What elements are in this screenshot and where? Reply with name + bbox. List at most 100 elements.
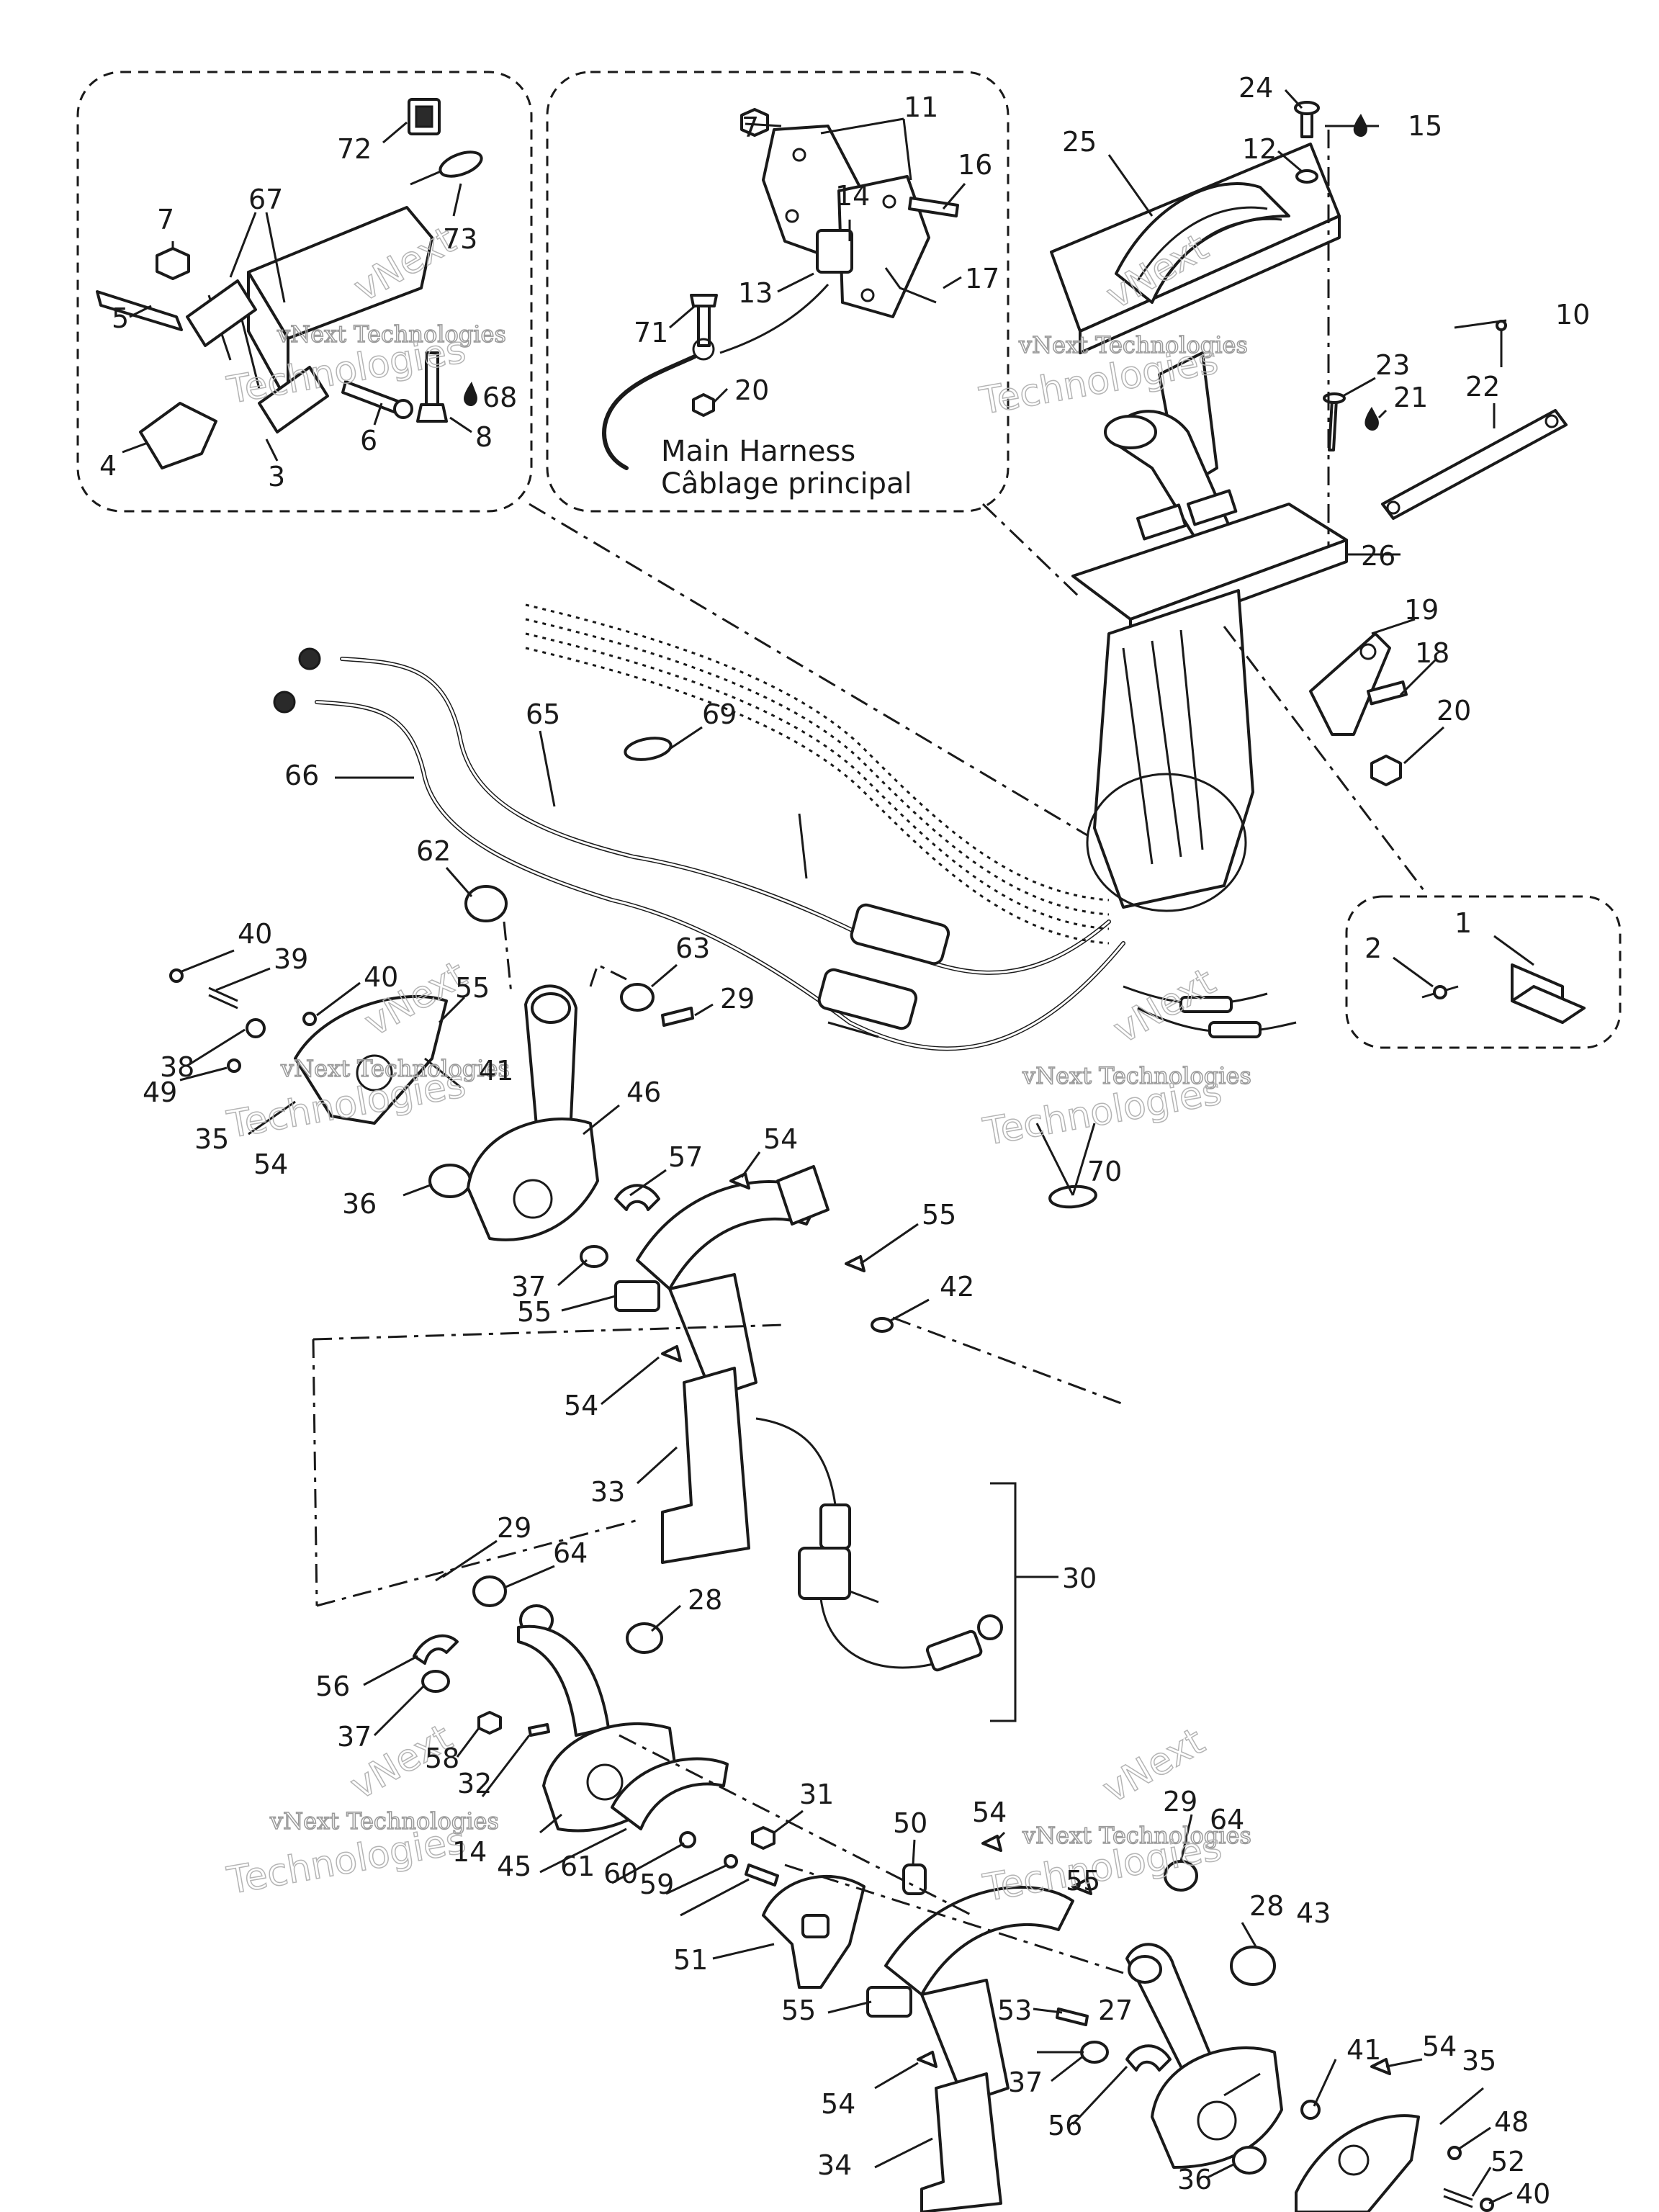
lower-left-assembly [413,1572,779,1887]
callout-12: 12 [1242,133,1277,165]
callout-56: 56 [315,1671,350,1702]
callout-54: 54 [763,1123,798,1155]
callout-35: 35 [194,1123,229,1155]
callout-37b: 37 [337,1721,372,1753]
callout-69: 69 [702,698,737,730]
callout-17: 17 [965,263,999,295]
callout-66: 66 [284,760,319,791]
callout-15: 15 [1408,110,1442,142]
callout-6: 6 [360,425,377,457]
callout-43: 43 [1296,1897,1331,1929]
callout-54d: 54 [972,1797,1007,1828]
callout-65: 65 [526,698,560,730]
callout-numbers: 1 2 3 4 5 6 7 7 8 10 11 12 13 14 14 15 1… [99,72,1590,2210]
watermark-text: vNext [1107,960,1223,1052]
callout-41b: 41 [1346,2034,1381,2066]
callout-34: 34 [817,2149,852,2181]
callout-29: 29 [720,983,755,1015]
callout-7: 7 [157,204,174,235]
leader-lines [122,89,1534,2205]
callout-50: 50 [893,1807,927,1839]
callout-40c: 40 [1516,2178,1550,2210]
callout-71: 71 [634,317,668,349]
callout-30: 30 [1062,1563,1097,1594]
callout-55e: 55 [781,1995,816,2026]
callout-8: 8 [475,421,493,453]
callout-40: 40 [238,918,272,950]
callout-14: 14 [835,180,870,212]
callout-62: 62 [416,835,451,867]
watermark-text: vNext Technologies [1018,331,1248,359]
callout-73: 73 [443,223,477,255]
callout-29b: 29 [497,1512,531,1544]
watermark-text: vNext Technologies [280,1055,510,1082]
inset-bracket-parts [1421,963,1586,1024]
callout-1: 1 [1455,907,1472,939]
callout-29c: 29 [1163,1786,1197,1817]
callout-3: 3 [268,461,285,493]
callout-55d: 55 [1066,1865,1100,1897]
harness-label-fr: Câblage principal [661,467,912,500]
callout-56b: 56 [1048,2110,1082,2141]
callout-55: 55 [455,972,490,1004]
callout-36: 36 [342,1188,377,1220]
callout-42: 42 [940,1271,974,1303]
watermark-text: vNext Technologies [1022,1822,1251,1849]
callout-28b: 28 [1249,1890,1284,1922]
callout-22: 22 [1465,371,1500,403]
callout-25: 25 [1062,126,1097,158]
callout-13: 13 [738,277,773,309]
callout-11: 11 [904,91,938,123]
control-cables [273,603,1297,1209]
callout-27: 27 [1098,1995,1133,2026]
callout-24: 24 [1238,72,1273,104]
inset-box-bracket [1345,895,1622,1049]
callout-72: 72 [337,133,372,165]
callout-39: 39 [274,943,308,975]
callout-45: 45 [497,1851,531,1882]
inset-left-parts [96,98,483,469]
callout-37c: 37 [1008,2067,1043,2098]
callout-16: 16 [958,149,992,181]
lower-assembly [762,1835,1494,2212]
callout-10: 10 [1555,299,1590,331]
callout-57: 57 [668,1141,703,1173]
callout-32: 32 [457,1768,492,1799]
watermark-text: vNext Technologies [276,320,506,348]
callout-54f: 54 [1422,2031,1457,2062]
callout-54c: 54 [564,1390,598,1421]
callout-40b: 40 [364,961,398,993]
callout-5: 5 [112,302,129,334]
callout-54e: 54 [821,2088,855,2120]
callout-23: 23 [1375,349,1410,381]
callout-28: 28 [688,1584,722,1616]
callout-26: 26 [1361,540,1395,572]
group-bracket-30 [990,1482,1017,1722]
callout-41: 41 [479,1055,513,1087]
callout-64b: 64 [1210,1804,1244,1835]
callout-54b: 54 [253,1148,288,1180]
harness-label-en: Main Harness [661,435,855,468]
callout-7b: 7 [742,112,759,143]
callout-46: 46 [626,1076,661,1108]
callout-53: 53 [997,1995,1032,2026]
callout-59: 59 [639,1869,674,1900]
callout-37: 37 [511,1271,546,1303]
callout-35b: 35 [1462,2045,1496,2077]
watermark-text: vNext Technologies [1022,1062,1251,1089]
callout-19: 19 [1404,594,1439,626]
callout-49: 49 [143,1076,177,1108]
callout-31: 31 [799,1779,834,1810]
callout-61: 61 [560,1851,595,1882]
callout-20: 20 [1437,695,1471,727]
callout-36b: 36 [1177,2164,1212,2195]
callout-38: 38 [160,1051,194,1083]
watermark-text: vNext Technologies [269,1807,499,1835]
callout-33: 33 [590,1476,625,1508]
callout-52: 52 [1491,2146,1525,2177]
callout-64: 64 [553,1537,588,1569]
callout-58: 58 [425,1743,459,1774]
inset-harness-parts [602,108,959,470]
callout-4: 4 [99,450,117,482]
